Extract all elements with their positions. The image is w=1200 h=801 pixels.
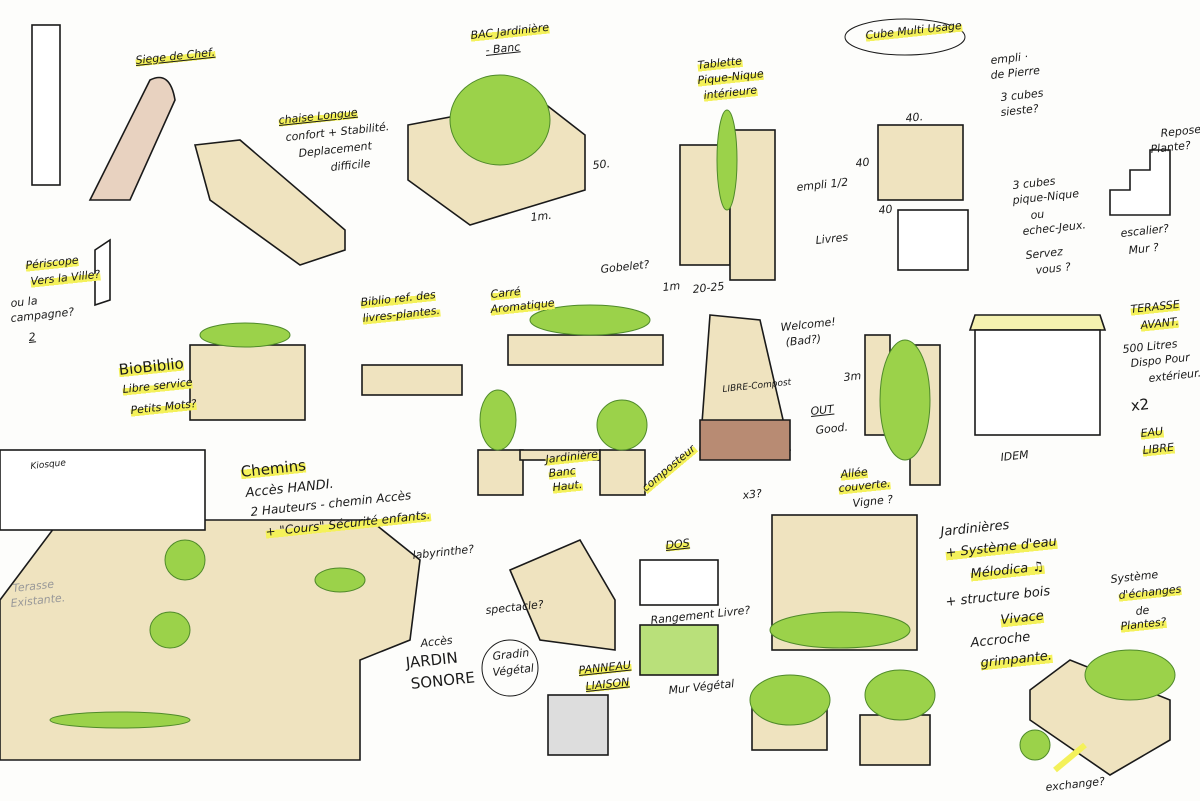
plants-bac (449, 74, 551, 166)
label-cube-dim2: 40 (854, 155, 871, 170)
plants-melodica-3 (864, 669, 936, 721)
label-dos: DOS (664, 536, 691, 553)
label-x2: x2 (1129, 395, 1151, 415)
plants-echange (1084, 649, 1176, 701)
label-tab-dim1: 1m (661, 279, 681, 294)
label-out: OUT (809, 402, 835, 418)
periscope (94, 238, 111, 307)
gradin-vegetal (508, 538, 616, 651)
plants-echange-pot (1019, 729, 1051, 761)
echange-arrow (1053, 742, 1087, 773)
label-pn3: ou (1029, 207, 1045, 222)
cube-stairs (1109, 149, 1171, 216)
plants-chemins-2 (314, 567, 366, 593)
plants-banc-haut-2 (596, 399, 648, 451)
biobiblio-shelf (189, 344, 306, 421)
plants-biobiblio (199, 322, 291, 348)
label-3m: 3m (842, 369, 862, 384)
terrasse-avant (974, 329, 1101, 436)
chef-seat (88, 76, 176, 201)
kiosque (0, 449, 206, 531)
label-bac-dim2: 1m. (529, 208, 553, 224)
label-num2: 2 (27, 330, 37, 344)
cube-multi-usage (877, 124, 964, 201)
panneau-liaison (547, 694, 609, 756)
biblio-ref-box (361, 364, 463, 396)
plants-melodica-2 (749, 674, 831, 726)
label-cube-dim3: 40 (877, 202, 894, 217)
gradin-bubble (481, 639, 539, 697)
cube-title-bubble (844, 18, 966, 56)
plants-chemins-3 (149, 611, 191, 649)
label-bac-dim: 50. (591, 157, 611, 172)
carre-aromatique (507, 334, 664, 366)
chef-seat-plank (31, 24, 61, 186)
plants-carre (529, 304, 651, 336)
plants-melodica (769, 611, 911, 649)
plants-allee (879, 339, 931, 461)
plants-banc-haut (479, 389, 517, 451)
jardiniere-banc-haut (477, 449, 524, 496)
label-x3: x3? (741, 486, 763, 502)
mur-vegetal (639, 559, 719, 606)
plants-chemins-4 (49, 711, 191, 729)
plants-tablette (716, 109, 738, 211)
label-eau: EAU (1139, 424, 1164, 441)
terrasse-avant-roof (968, 314, 1107, 331)
chaise-longue (193, 139, 346, 266)
label-cube-dim1: 40. (904, 110, 924, 125)
plants-chemins (164, 539, 206, 581)
